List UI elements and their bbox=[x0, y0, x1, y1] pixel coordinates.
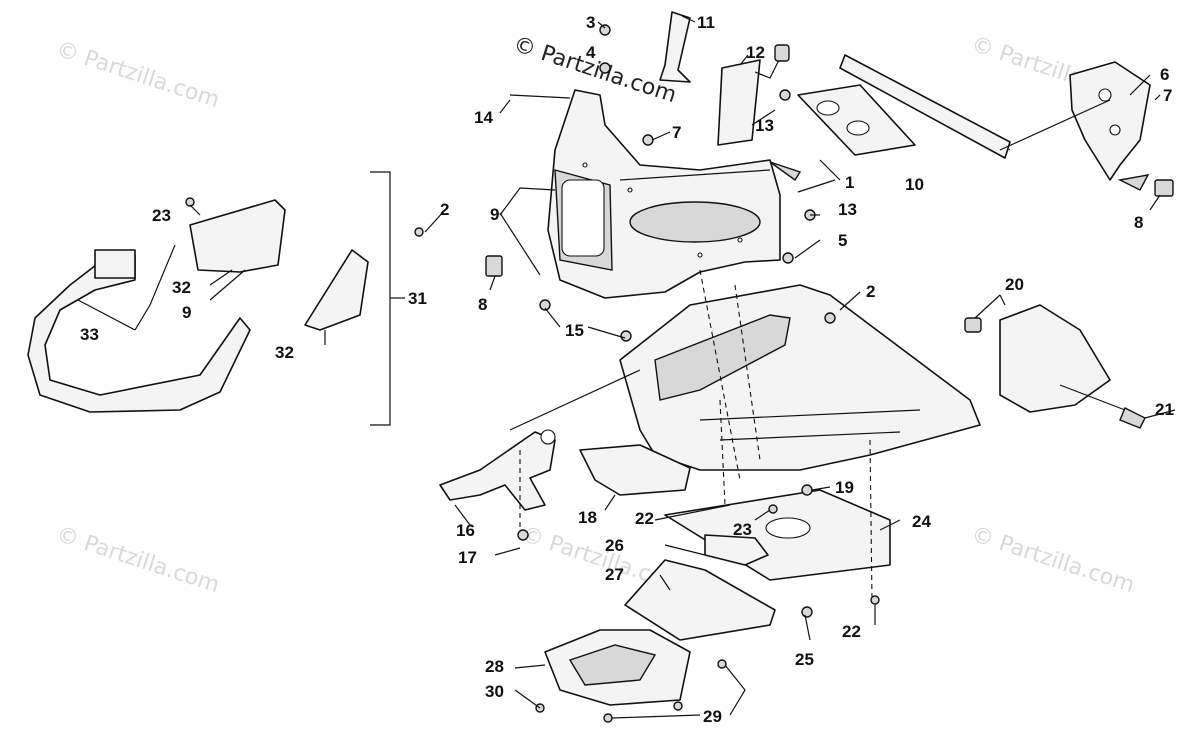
callout-23: 23 bbox=[733, 520, 752, 539]
callout-13: 13 bbox=[755, 116, 774, 135]
watermark: © Partzilla.com bbox=[53, 522, 222, 598]
callout-6: 6 bbox=[1160, 65, 1169, 84]
callout-16: 16 bbox=[456, 521, 475, 540]
callout-26: 26 bbox=[605, 536, 624, 555]
leader-lines bbox=[189, 15, 1176, 719]
callout-9: 9 bbox=[182, 303, 191, 322]
callout-32: 32 bbox=[172, 278, 191, 297]
callout-labels: 3 4 11 12 13 14 7 1 10 13 5 9 8 15 2 2 2… bbox=[80, 13, 1174, 726]
callout-22: 22 bbox=[842, 622, 861, 641]
callout-17: 17 bbox=[458, 548, 477, 567]
callout-20: 20 bbox=[1005, 275, 1024, 294]
front-frame-part bbox=[579, 284, 981, 496]
callout-33: 33 bbox=[80, 325, 99, 344]
callout-2: 2 bbox=[440, 200, 449, 219]
callout-24: 24 bbox=[912, 512, 931, 531]
callout-25: 25 bbox=[795, 650, 814, 669]
right-mount-part bbox=[964, 304, 1146, 429]
callout-8: 8 bbox=[1134, 213, 1143, 232]
fastener-group bbox=[185, 24, 880, 723]
mid-bracket-part bbox=[704, 534, 769, 566]
callout-7: 7 bbox=[672, 123, 681, 142]
callout-32: 32 bbox=[275, 343, 294, 362]
front-bulkhead-part bbox=[547, 89, 802, 299]
callout-5: 5 bbox=[838, 231, 847, 250]
callout-27: 27 bbox=[605, 565, 624, 584]
watermark: © Partzilla.com bbox=[53, 37, 222, 113]
callout-10: 10 bbox=[905, 175, 924, 194]
callout-3: 3 bbox=[586, 13, 595, 32]
callout-2: 2 bbox=[866, 282, 875, 301]
callout-22: 22 bbox=[635, 509, 654, 528]
callout-13: 13 bbox=[838, 200, 857, 219]
callout-15: 15 bbox=[565, 321, 584, 340]
callout-12: 12 bbox=[746, 43, 765, 62]
callout-21: 21 bbox=[1155, 400, 1174, 419]
steering-arm-part bbox=[439, 369, 641, 511]
callout-11: 11 bbox=[697, 13, 715, 32]
watermark: © Partzilla.com bbox=[968, 522, 1137, 598]
callout-1: 1 bbox=[845, 173, 854, 192]
callout-19: 19 bbox=[835, 478, 854, 497]
callout-29: 29 bbox=[703, 707, 722, 726]
bumper-assembly bbox=[27, 171, 405, 426]
upper-plate-part bbox=[797, 54, 1011, 159]
callout-30: 30 bbox=[485, 682, 504, 701]
callout-7: 7 bbox=[1163, 86, 1172, 105]
callout-14: 14 bbox=[474, 108, 493, 127]
callout-23: 23 bbox=[152, 206, 171, 225]
callout-28: 28 bbox=[485, 657, 504, 676]
callout-4: 4 bbox=[586, 43, 596, 62]
lower-guard-part bbox=[544, 629, 691, 706]
skid-plate-part bbox=[664, 489, 891, 581]
harness-part bbox=[717, 44, 790, 146]
callout-9: 9 bbox=[490, 205, 499, 224]
callout-31: 31 bbox=[408, 289, 427, 308]
right-bracket-part bbox=[999, 61, 1174, 197]
callout-18: 18 bbox=[578, 508, 597, 527]
mirror-bracket-part bbox=[659, 11, 691, 83]
callout-8: 8 bbox=[478, 295, 487, 314]
shield-part bbox=[624, 559, 776, 641]
